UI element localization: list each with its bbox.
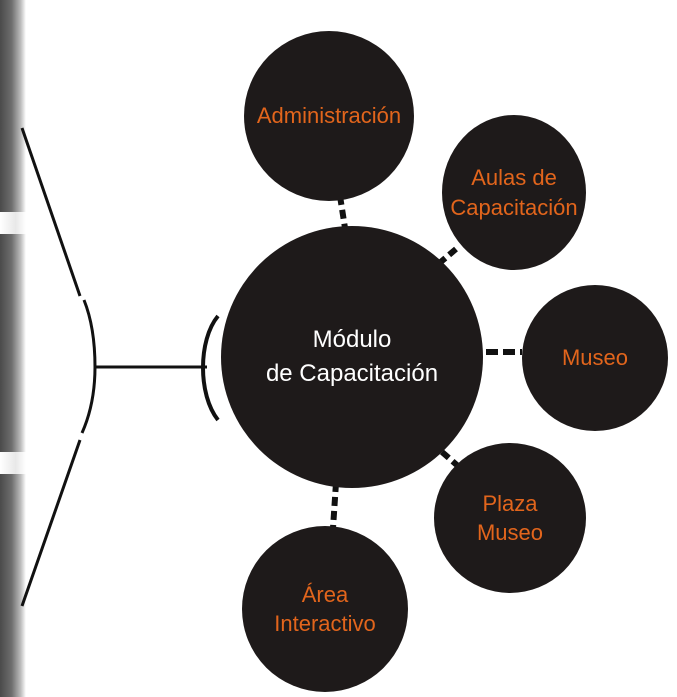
node-plaza-museo: Plaza Museo (434, 443, 586, 593)
node-museo-label: Museo (561, 345, 629, 371)
node-area-interactivo: Área Interactivo (242, 526, 408, 692)
connector-area (330, 482, 339, 529)
connector-administracion (337, 195, 348, 229)
node-administracion: Administración (244, 31, 414, 201)
bracket-lower-curve (80, 366, 97, 434)
node-aulas-de-capacitacion: Aulas de Capacitación (442, 115, 586, 270)
bracket-upper-curve (82, 299, 97, 368)
center-arc (201, 314, 220, 422)
left-edge-strip (0, 0, 26, 697)
node-administracion-label: Administración (256, 103, 402, 129)
center-label: Módulo de Capacitación (265, 326, 439, 387)
node-aulas-label: Aulas de Capacitación (450, 165, 578, 220)
node-modulo-de-capacitacion: Módulo de Capacitación (221, 226, 483, 488)
bracket-lower-line (20, 439, 82, 607)
strip-notch (0, 212, 26, 234)
node-museo: Museo (522, 285, 668, 431)
bracket-upper-line (20, 127, 82, 297)
connector-plaza (440, 449, 460, 469)
node-plaza-label: Plaza Museo (476, 490, 544, 545)
strip-notch (0, 452, 26, 474)
node-area-label: Área Interactivo (274, 581, 376, 636)
left-bracket (20, 127, 220, 607)
